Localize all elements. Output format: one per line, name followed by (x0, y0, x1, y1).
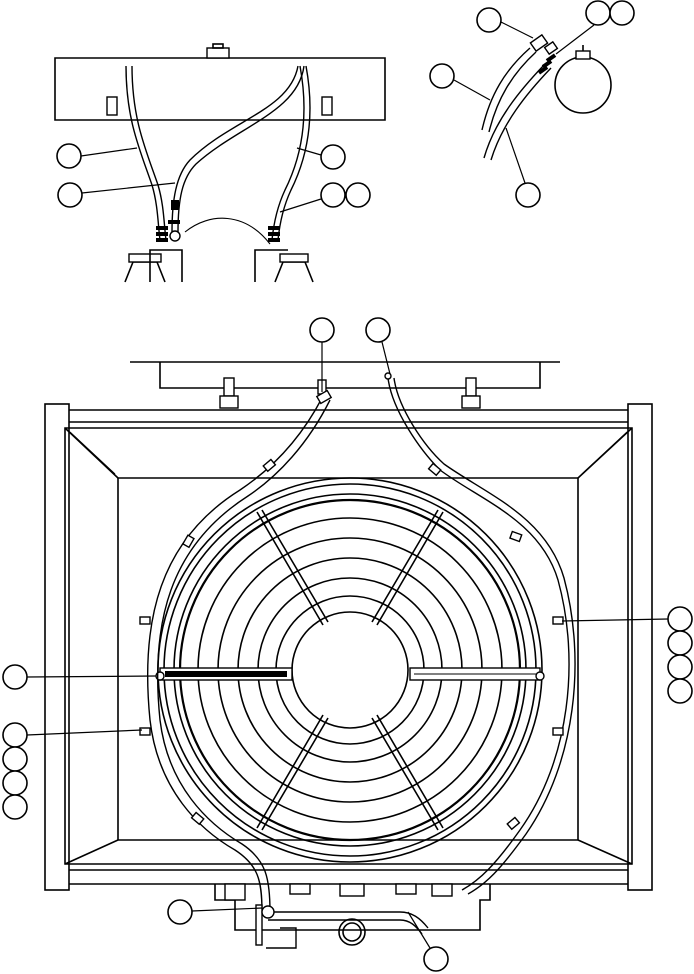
callout-balloon (667, 678, 693, 704)
callout-balloon (2, 746, 28, 772)
callout-balloon (667, 654, 693, 680)
detail-view-tank-fitting (429, 0, 635, 208)
tank-filler-cap (206, 47, 230, 59)
fan-guard (155, 477, 545, 863)
tank-mount-left (106, 96, 118, 116)
upper-tank (130, 361, 560, 389)
callout-balloon (320, 182, 346, 208)
engine-port-right (254, 249, 314, 283)
tank-mount-right (321, 96, 333, 116)
callout-balloon (309, 317, 335, 343)
callout-balloon (2, 794, 28, 820)
guard-hose-left (139, 389, 333, 913)
main-view-radiator (2, 317, 693, 972)
callout-balloon (667, 606, 693, 632)
callout-balloon (57, 182, 83, 208)
reservoir-tank (54, 57, 386, 121)
tank-filler-cap-top (212, 43, 224, 49)
callout-balloon (2, 770, 28, 796)
fitting-hose-b (483, 63, 546, 159)
callout-balloon (365, 317, 391, 343)
hose-fittings-right (268, 226, 280, 242)
hose-left (125, 65, 161, 241)
callout-balloon (476, 7, 502, 33)
hose-fittings-left (156, 200, 181, 242)
fitting-hose-a (481, 47, 531, 131)
fitting-stack (529, 33, 559, 75)
guard-line-right (384, 372, 576, 895)
callout-balloon (429, 63, 455, 89)
detail-view-tank-hoses (54, 43, 386, 283)
hose-clamp-wire (184, 217, 271, 245)
callout-balloon (585, 0, 611, 26)
callout-balloon (2, 664, 28, 690)
reservoir-sphere (554, 56, 612, 114)
hose-right (271, 65, 305, 241)
callout-balloon (2, 722, 28, 748)
callout-balloon (609, 0, 635, 26)
engine-port-left (124, 249, 183, 283)
callout-balloon (167, 899, 193, 925)
hose-center (171, 65, 299, 233)
callout-balloon (56, 143, 82, 169)
radiator-frame (44, 403, 653, 891)
callout-balloon (345, 182, 371, 208)
callout-balloon (320, 144, 346, 170)
lower-fittings (214, 883, 491, 949)
callout-balloon (423, 946, 449, 972)
callout-balloon (515, 182, 541, 208)
callout-balloon (667, 630, 693, 656)
upper-tank-mounts (219, 377, 481, 409)
